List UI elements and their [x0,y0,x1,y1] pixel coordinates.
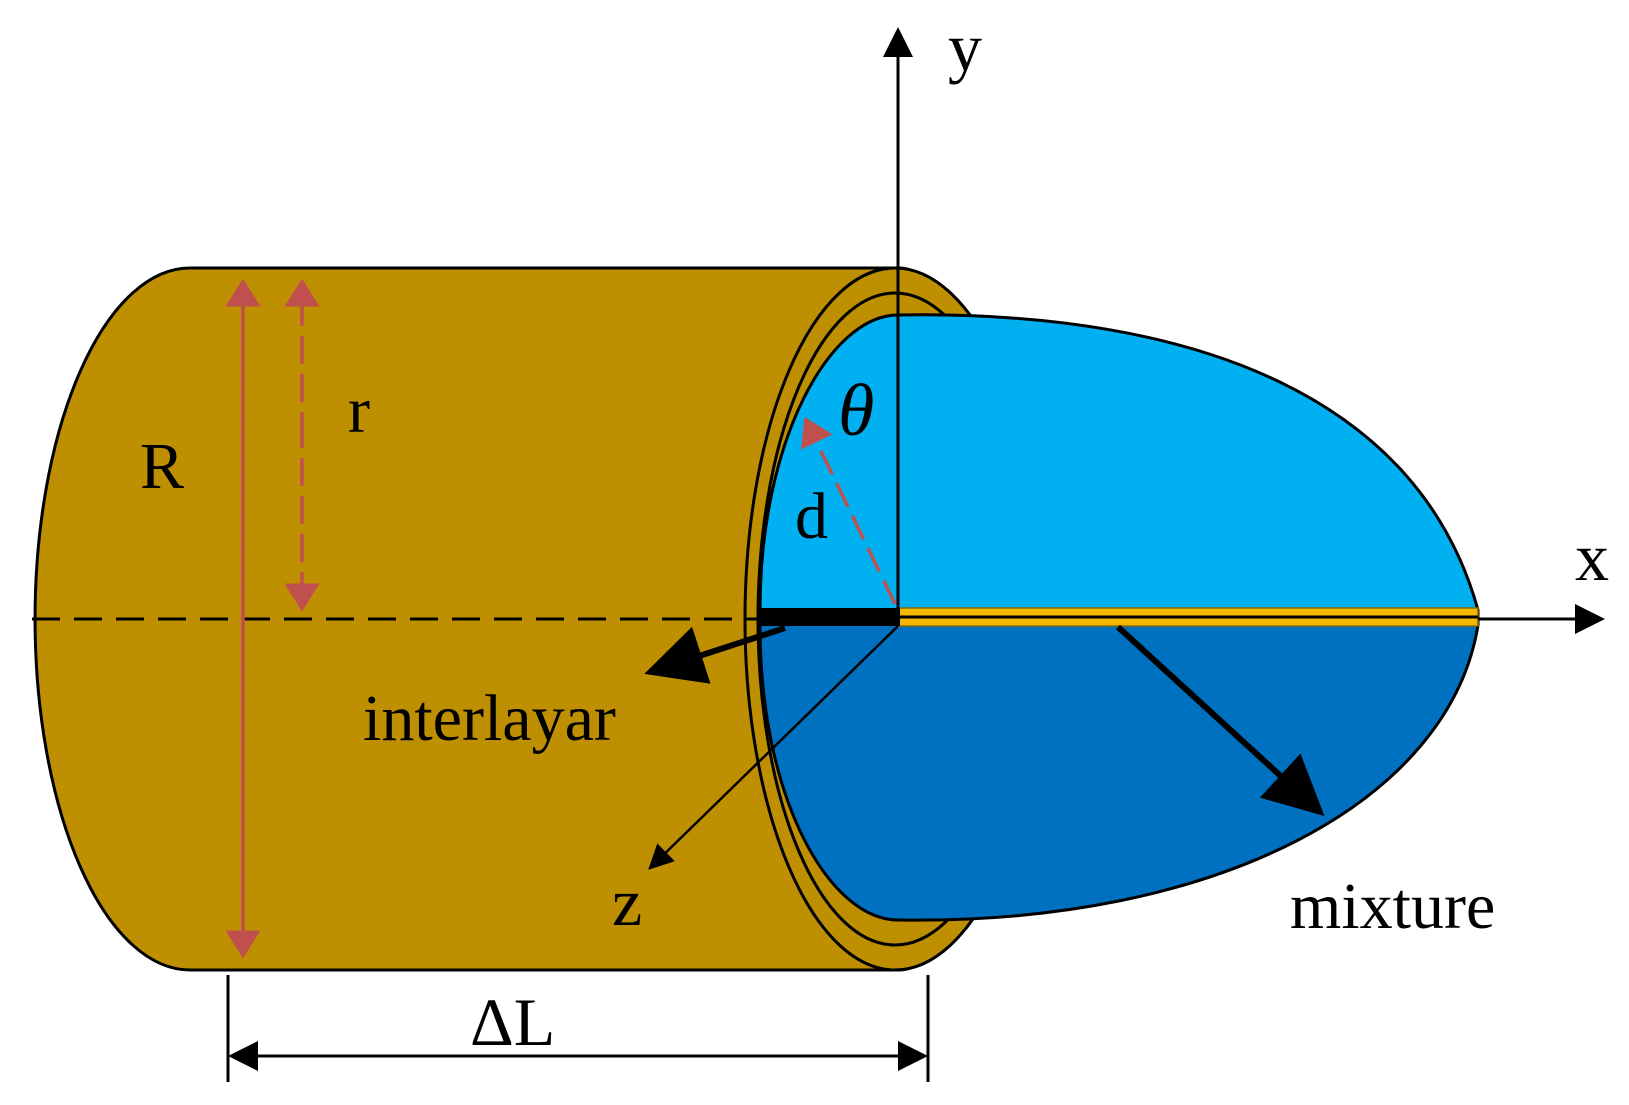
angle-label: θ [838,370,874,452]
x-axis-label: x [1575,519,1609,595]
distance-label: d [795,480,828,553]
upper-fluid-region [760,314,1478,610]
z-axis [648,625,899,870]
z-axis-label: z [612,864,642,940]
mixture-pointer [1115,624,1325,817]
inner-radius-label: r [348,374,370,447]
mixture-label: mixture [1290,870,1495,943]
outer-radius-label: R [140,430,184,503]
y-axis-label: y [948,9,982,85]
interlayer-pointer [644,625,786,684]
lower-fluid-region [760,625,1478,921]
interlayer-bar [760,608,900,626]
length-label: ΔL [470,984,555,1060]
interlayer-label: interlayar [363,682,616,755]
fluid-outline [758,313,1480,922]
